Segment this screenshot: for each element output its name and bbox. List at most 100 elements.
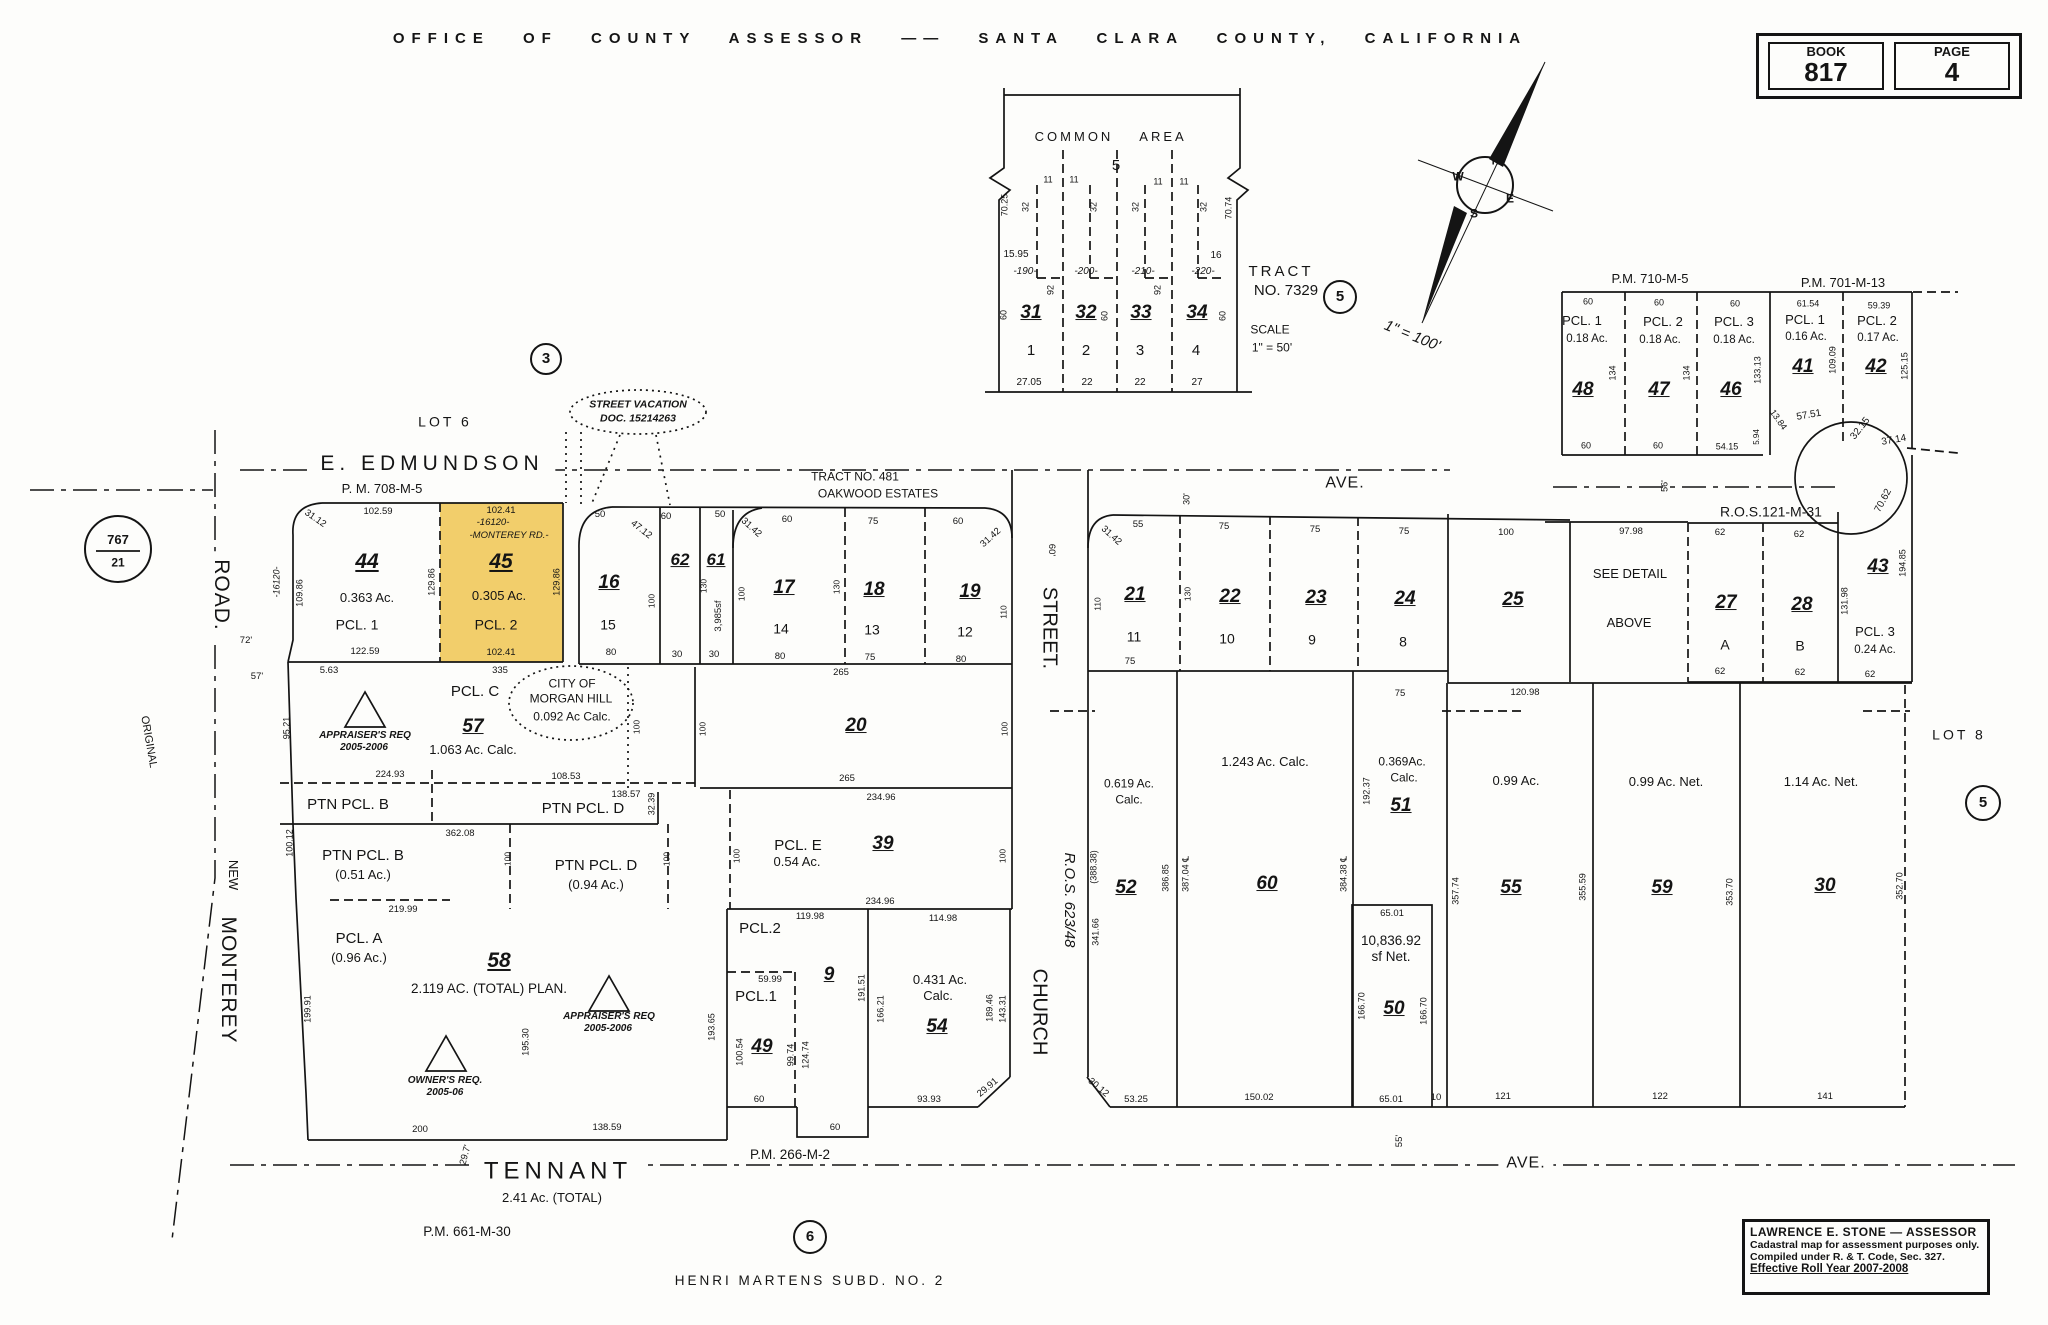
map-label: AVE. — [1317, 475, 1373, 493]
map-label: 9 — [1308, 631, 1316, 648]
map-label: 10 — [1430, 1092, 1442, 1104]
assessor-note-2: Compiled under R. & T. Code, Sec. 327. — [1750, 1251, 1945, 1263]
page-cell: PAGE 4 — [1894, 42, 2010, 90]
map-label: 27.05 — [1016, 376, 1042, 388]
map-label: 34 — [1186, 302, 1208, 324]
map-label: PCL. A — [335, 930, 383, 948]
map-label: 31.42 — [1098, 523, 1124, 548]
map-label: 5 — [1111, 157, 1121, 175]
reference-circle — [1965, 785, 2001, 821]
map-label: 21 — [1124, 584, 1146, 606]
map-label: 3 — [541, 350, 551, 368]
survey-triangle-icon — [587, 974, 631, 1012]
map-label: 192.37 — [1361, 777, 1372, 805]
map-label: 45 — [489, 549, 513, 573]
map-label: (0.51 Ac.) — [335, 867, 391, 883]
map-label: 125.15 — [1899, 352, 1910, 380]
map-label: 31.42 — [978, 525, 1004, 550]
map-label: A — [1720, 636, 1730, 653]
map-label: 75 — [1394, 688, 1406, 700]
map-label: 11 — [1153, 176, 1163, 187]
map-label: 357.74 — [1450, 877, 1461, 905]
map-label: 15.95 — [1003, 248, 1029, 260]
map-label: AVE. — [1498, 1155, 1554, 1173]
map-label: 31.42 — [738, 515, 764, 540]
map-label: 110 — [1092, 597, 1103, 611]
map-label: 119.98 — [795, 911, 825, 923]
map-label: 2 — [1081, 342, 1091, 360]
reference-circle — [84, 515, 152, 583]
map-label: COMMON — [1034, 129, 1114, 145]
map-label: 50 — [1383, 998, 1405, 1020]
map-label: 59 — [1651, 877, 1673, 899]
map-label: TENNANT — [471, 1158, 645, 1184]
map-label: 62 — [1793, 529, 1805, 541]
map-label: 55' — [1394, 1134, 1406, 1148]
assessor-roll-year: Effective Roll Year 2007-2008 — [1750, 1263, 1909, 1275]
map-label: LOT 8 — [1932, 726, 1986, 743]
map-label: APPRAISER'S REQ — [563, 1010, 655, 1022]
map-label: 0.17 Ac. — [1857, 331, 1899, 344]
parcel-dashed-line — [1906, 447, 1959, 454]
map-label: 0.431 Ac. — [912, 972, 968, 988]
map-label: 13 — [864, 621, 880, 638]
map-label: 92 — [1152, 284, 1163, 296]
assessor-name: LAWRENCE E. STONE — ASSESSOR — [1750, 1225, 1977, 1239]
map-label: 224.93 — [375, 769, 405, 781]
map-label: 29.91 — [975, 1075, 1001, 1100]
map-label: 57' — [250, 671, 264, 683]
map-label: 3,985sf — [713, 600, 725, 632]
assessor-stamp-box: LAWRENCE E. STONE — ASSESSOR Cadastral m… — [1742, 1219, 1990, 1295]
map-label: (388.38) — [1088, 850, 1099, 884]
map-label: 122.59 — [350, 646, 380, 658]
map-label: 60 — [1256, 873, 1278, 895]
map-label: 60' — [1045, 543, 1057, 557]
map-label: PCL. 1 — [335, 616, 379, 633]
map-label: 0.369Ac. — [1378, 754, 1426, 769]
map-label: 102.59 — [363, 506, 393, 518]
annotation-ellipse — [508, 665, 634, 741]
map-label: 8 — [1399, 633, 1407, 650]
map-label: TRACT — [1248, 263, 1314, 281]
parcel-boundary-line — [611, 506, 986, 509]
map-label: 60 — [952, 516, 964, 528]
assessor-note-1: Cadastral map for assessment purposes on… — [1750, 1239, 1980, 1251]
map-label: 265 — [833, 667, 849, 679]
map-label: 62 — [670, 550, 690, 570]
map-label: 2.119 AC. (TOTAL) PLAN. — [410, 980, 568, 996]
map-label: 60 — [1099, 310, 1110, 322]
map-label: 27 — [1191, 376, 1203, 388]
map-label: 70.62 — [1872, 487, 1895, 515]
map-label: 102.41 — [486, 647, 516, 659]
map-label: 121 — [1495, 1091, 1511, 1103]
map-label: OAKWOOD ESTATES — [817, 486, 939, 501]
page-number: 4 — [1944, 57, 1960, 87]
map-label: N — [1491, 153, 1501, 168]
map-label: PTN PCL. B — [307, 796, 389, 814]
map-label: AREA — [1139, 129, 1187, 145]
map-label: 387.04 ℄ — [1180, 856, 1191, 892]
parcel-corner-curve — [984, 507, 1013, 539]
map-label: 109.09 — [1827, 346, 1838, 374]
map-label: 75 — [1309, 524, 1321, 536]
map-label: 50 — [594, 509, 606, 521]
map-label: 70.25 — [999, 193, 1010, 217]
map-label: -16120- — [271, 566, 282, 598]
parcel-corner-curve — [292, 502, 323, 536]
map-label: 9 — [823, 964, 835, 986]
parcel-boundary-line — [796, 1107, 869, 1138]
map-label: 60 — [1653, 297, 1665, 308]
map-label: 100 — [736, 586, 747, 602]
book-number: 817 — [1804, 57, 1848, 87]
map-label: 0.99 Ac. — [1492, 773, 1540, 789]
highlighted-parcel-45 — [440, 503, 563, 662]
map-label: 27 — [1715, 592, 1737, 614]
map-label: 22 — [1219, 586, 1241, 608]
map-label: PCL. C — [450, 683, 500, 701]
map-label: MORGAN HILL — [529, 691, 613, 706]
map-label: 32.15 — [1848, 415, 1873, 442]
map-label: 0.18 Ac. — [1566, 332, 1608, 345]
map-label: 100 — [697, 721, 708, 737]
